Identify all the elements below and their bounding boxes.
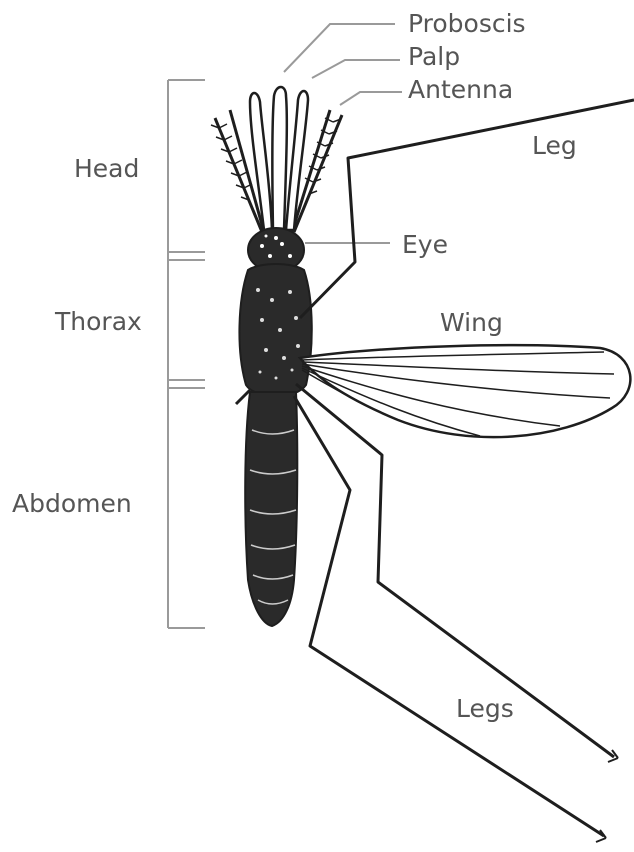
middle-leg	[296, 384, 614, 757]
thorax	[239, 264, 311, 396]
head-label: Head	[74, 156, 139, 181]
antenna-label: Antenna	[408, 77, 513, 102]
abdomen-label: Abdomen	[12, 491, 132, 516]
proboscis	[272, 87, 286, 230]
leg-label: Leg	[532, 133, 577, 158]
thorax-label: Thorax	[55, 309, 142, 334]
proboscis-leader	[284, 24, 395, 72]
body-region-bracket	[168, 80, 205, 628]
palp-leader	[312, 60, 400, 78]
palp-label: Palp	[408, 44, 460, 69]
front-leg	[300, 100, 634, 318]
wing-label: Wing	[440, 310, 503, 335]
eye-label: Eye	[402, 232, 448, 257]
legs-label: Legs	[456, 696, 514, 721]
proboscis-label: Proboscis	[408, 11, 526, 36]
abdomen	[245, 392, 297, 626]
antenna-leader	[340, 92, 402, 105]
hind-leg	[294, 396, 604, 836]
